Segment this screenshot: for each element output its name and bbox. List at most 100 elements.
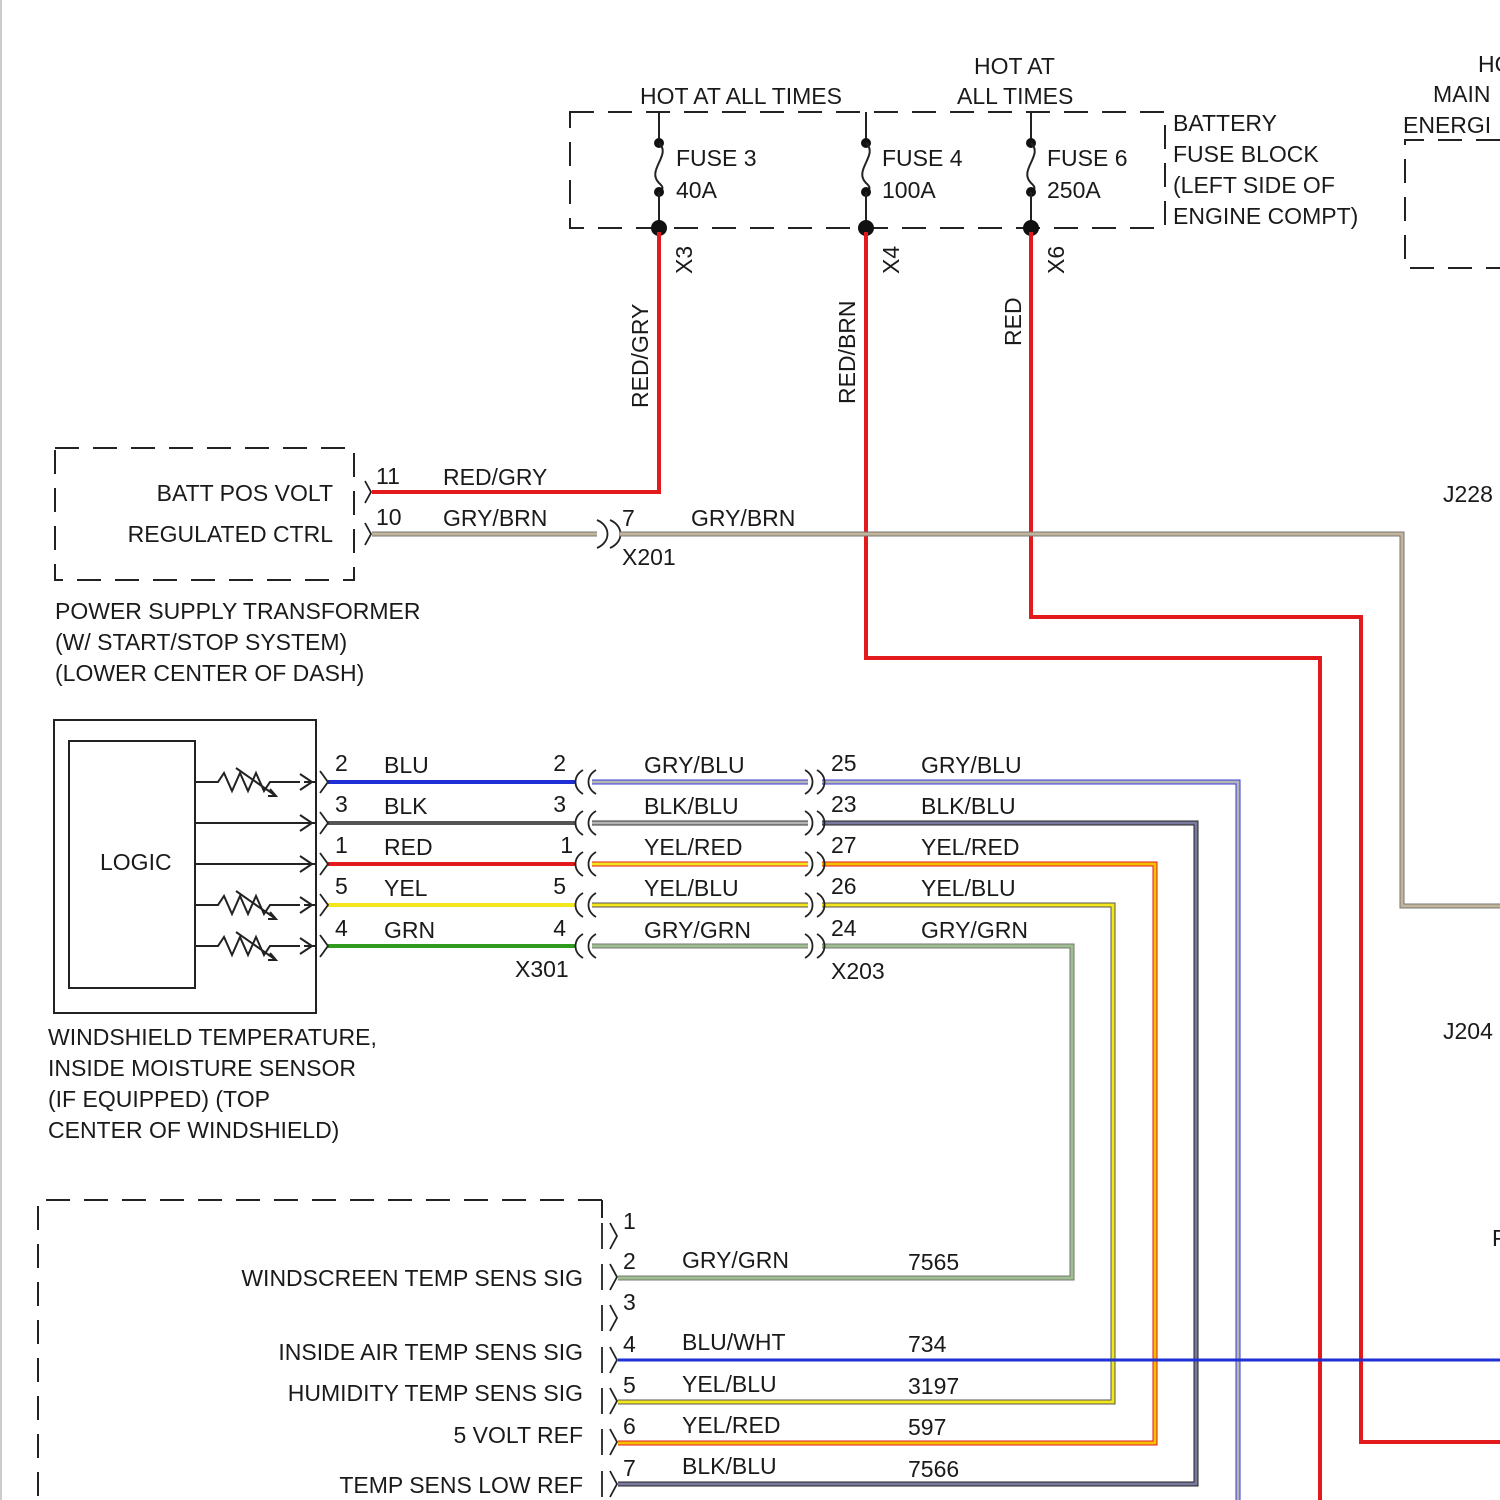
x301-socket-blu (576, 770, 584, 794)
sensor-pin-bracket-blk (320, 812, 328, 834)
x301-pin-4: 4 (553, 915, 566, 941)
fuse-6-name: FUSE 6 (1047, 145, 1128, 171)
right-main-partial-label: MAIN (1433, 81, 1491, 107)
module-pin-6: 6 (623, 1413, 636, 1439)
wire-gry-grn-2 (618, 946, 1072, 1278)
fuse-block-label-line2: FUSE BLOCK (1173, 141, 1319, 167)
x203-pin-27: 27 (831, 832, 857, 858)
wire-gry-grn-2-outline (618, 946, 1072, 1278)
module-pin-4: 4 (623, 1331, 636, 1357)
fuse-block-label-line3: (LEFT SIDE OF (1173, 172, 1335, 198)
sensor-pin-4: 4 (335, 915, 348, 941)
wire-label-gry-grn: GRY/GRN (644, 917, 751, 943)
wire-label-yel: YEL (384, 875, 428, 901)
sensor-pin-2: 2 (335, 750, 348, 776)
sensor-caption-line2: INSIDE MOISTURE SENSOR (48, 1055, 356, 1081)
fuse-6-pin: X6 (1043, 246, 1069, 274)
humidity-temp-sens-sig-label: HUMIDITY TEMP SENS SIG (288, 1380, 583, 1406)
x301-socket-yel (576, 893, 584, 917)
sensor-caption-line3: (IF EQUIPPED) (TOP (48, 1086, 270, 1112)
x301-socket-blk (576, 811, 584, 835)
transformer-caption-line1: POWER SUPPLY TRANSFORMER (55, 598, 421, 624)
hot-at-all-times-label: HOT AT ALL TIMES (640, 83, 842, 109)
sensor-pin-3: 3 (335, 791, 348, 817)
power-supply-transformer: BATT POS VOLT REGULATED CTRL POWER SUPPL… (55, 448, 795, 686)
x301-pin-1: 1 (560, 832, 573, 858)
wire-label-gry-brn-2: GRY/BRN (691, 505, 795, 531)
wire-label-grn: GRN (384, 917, 435, 943)
module-pin-bracket-1 (610, 1223, 617, 1249)
hot-at-label-line2: ALL TIMES (957, 83, 1073, 109)
x301-socket-grn (576, 934, 584, 958)
hot-at-label-line1: HOT AT (974, 53, 1055, 79)
logic-label: LOGIC (100, 849, 172, 875)
fuse-4: FUSE 4 100A X4 RED/BRN (834, 112, 963, 404)
sensor-pin-bracket-grn (320, 935, 328, 957)
module-wire-yel-red: YEL/RED (682, 1412, 780, 1438)
module-wire-blu-wht: BLU/WHT (682, 1329, 786, 1355)
fuse-4-rating: 100A (882, 177, 936, 203)
fuse-3-name: FUSE 3 (676, 145, 757, 171)
wire-label-gry-blu: GRY/BLU (644, 752, 745, 778)
temp-sens-low-ref-label: TEMP SENS LOW REF (339, 1472, 583, 1498)
x201-connector-label: X201 (622, 544, 676, 570)
module-wire-blk-blu: BLK/BLU (682, 1453, 777, 1479)
fuse-6-wire-label: RED (1000, 297, 1026, 346)
wire-red-gry (372, 232, 659, 492)
fuse-6-rating: 250A (1047, 177, 1101, 203)
module-wire-gry-grn: GRY/GRN (682, 1247, 789, 1273)
wire-label-yel-red-2: YEL/RED (921, 834, 1019, 860)
fuse-3-rating: 40A (676, 177, 718, 203)
module-wire-yel-blu: YEL/BLU (682, 1371, 777, 1397)
sensor-pin-bracket-yel (320, 894, 328, 916)
fuse-4-name: FUSE 4 (882, 145, 963, 171)
x301-pin-3: 3 (553, 791, 566, 817)
wire-gry-blu-2 (822, 782, 1238, 1500)
x201-pin-7: 7 (622, 505, 635, 531)
module-pin-bracket-4 (610, 1347, 617, 1373)
wire-label-yel-blu: YEL/BLU (644, 875, 739, 901)
p-partial-label: P (1492, 1225, 1500, 1251)
fuse-3: FUSE 3 40A X3 RED/GRY (627, 112, 757, 408)
x301-connector-label: X301 (515, 956, 569, 982)
fuse-3-wire-label: RED/GRY (627, 304, 653, 408)
x301-socket-red (576, 852, 584, 876)
wire-label-blk: BLK (384, 793, 428, 819)
fuse-block-label-line4: ENGINE COMPT) (1173, 203, 1358, 229)
five-volt-ref-label: 5 VOLT REF (453, 1422, 583, 1448)
circuit-7565: 7565 (908, 1249, 959, 1275)
wire-gry-brn-2-outline (620, 534, 1500, 906)
module-pin-bracket-5 (610, 1388, 617, 1414)
module-pin-bracket-7 (610, 1471, 617, 1497)
batt-pos-volt-label: BATT POS VOLT (157, 480, 333, 506)
sensor-pin-1: 1 (335, 832, 348, 858)
wire-label-gry-brn: GRY/BRN (443, 505, 547, 531)
module-pin-1: 1 (623, 1208, 636, 1234)
fuse-3-pin: X3 (671, 246, 697, 274)
wire-label-blu: BLU (384, 752, 429, 778)
sensor-pin-5: 5 (335, 873, 348, 899)
climate-module: WINDSCREEN TEMP SENS SIG INSIDE AIR TEMP… (38, 1200, 959, 1500)
wires (328, 232, 1500, 1500)
transformer-caption-line3: (LOWER CENTER OF DASH) (55, 660, 364, 686)
module-pin-bracket-6 (610, 1429, 617, 1455)
transformer-caption-line2: (W/ START/STOP SYSTEM) (55, 629, 347, 655)
wire-label-yel-blu-2: YEL/BLU (921, 875, 1016, 901)
wire-label-red: RED (384, 834, 433, 860)
wire-gry-brn-2 (620, 534, 1500, 906)
x301-pin-5: 5 (553, 873, 566, 899)
j228-label: J228 (1443, 481, 1493, 507)
wire-label-blk-blu-2: BLK/BLU (921, 793, 1016, 819)
wire-label-red-gry: RED/GRY (443, 464, 547, 490)
right-edge-component: HO MAIN ENERGI J228 J204 P (1403, 51, 1500, 1251)
x203-pin-23: 23 (831, 791, 857, 817)
regulated-ctrl-label: REGULATED CTRL (128, 521, 334, 547)
module-pin-7: 7 (623, 1455, 636, 1481)
sensor-caption-line4: CENTER OF WINDSHIELD) (48, 1117, 339, 1143)
windscreen-temp-sens-sig-label: WINDSCREEN TEMP SENS SIG (241, 1265, 583, 1291)
x203-pin-24: 24 (831, 915, 857, 941)
module-pin-bracket-2 (610, 1264, 617, 1290)
wire-label-gry-blu-2: GRY/BLU (921, 752, 1022, 778)
circuit-734: 734 (908, 1331, 947, 1357)
